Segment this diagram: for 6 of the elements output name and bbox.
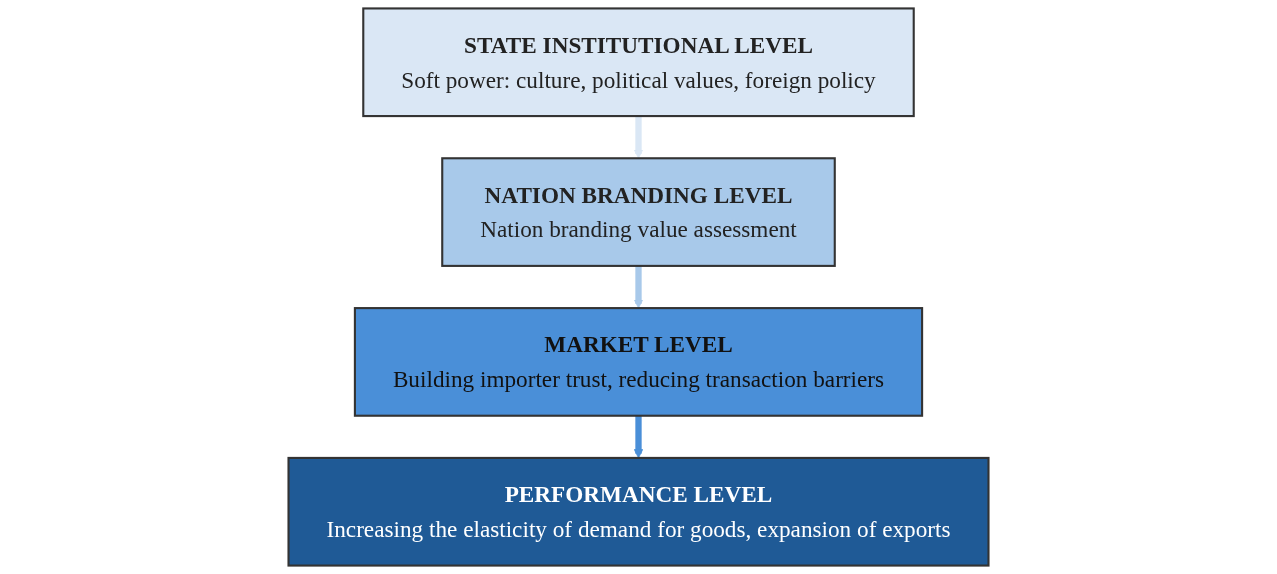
node-box: STATE INSTITUTIONAL LEVEL Soft power: culture, political values, foreign policy [362, 7, 915, 118]
node-box: PERFORMANCE LEVEL Increasing the elasticity of demand for goods, expansion of exports [287, 456, 990, 567]
arrow [633, 265, 644, 309]
node-box: MARKET LEVEL Building importer trust, reducing transaction barriers [353, 307, 924, 417]
arrow [633, 116, 644, 159]
node-box: NATION BRANDING LEVEL Nation branding value assessment [441, 157, 836, 267]
